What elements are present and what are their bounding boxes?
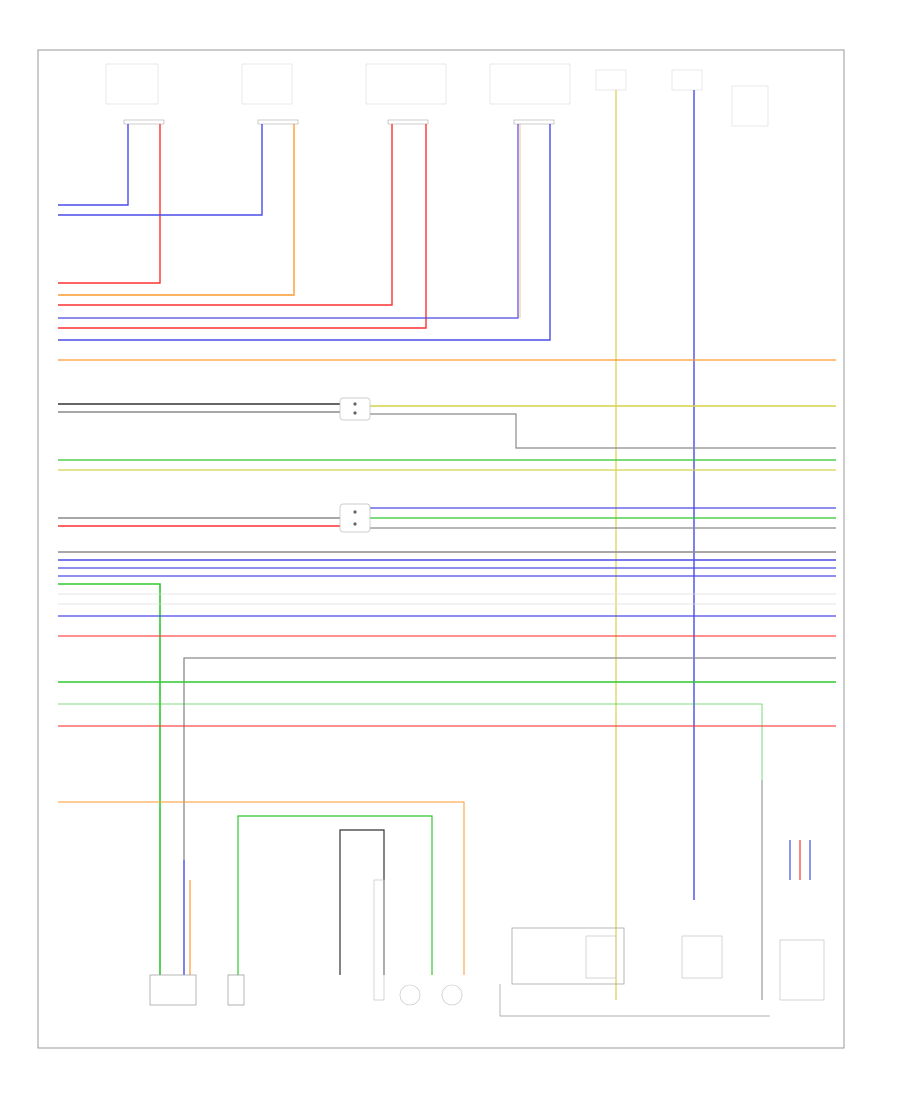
lower-green-loop [237,815,433,975]
bus-lines [58,359,836,975]
lower-module-left [149,974,197,1006]
wire-drops-top [58,124,551,341]
top-component-3 [365,63,447,125]
inline-connector-1 [339,397,371,421]
lower-module-3 [373,879,463,1006]
lower-module-2 [227,974,245,1006]
top-component-1 [105,63,165,125]
lower-module-instrument-cluster [499,927,770,1017]
inline-connector-2 [339,503,371,533]
lower-module-right [761,780,825,1001]
top-component-6 [671,69,769,127]
top-component-5 [595,69,627,91]
top-component-2 [241,63,299,125]
diagram-frame [37,49,845,1049]
top-component-4 [489,63,571,125]
